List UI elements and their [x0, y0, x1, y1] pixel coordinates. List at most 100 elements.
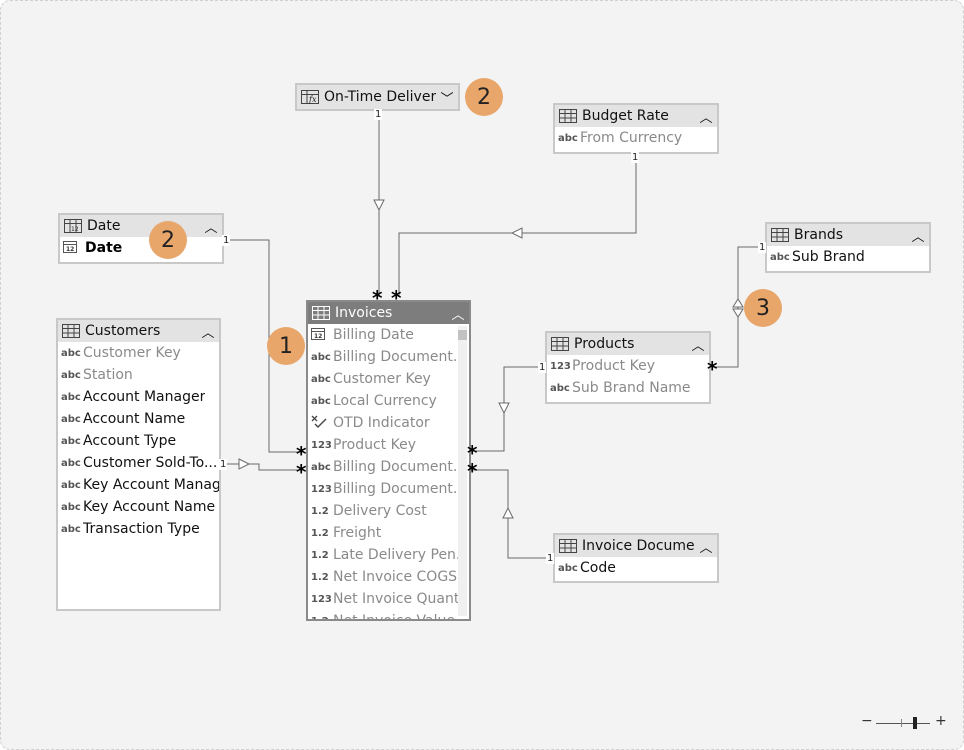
chevron-up-icon[interactable]: ︿	[691, 338, 705, 354]
field-name: Late Delivery Pen...	[333, 547, 458, 563]
table-name: On-Time Delivery	[324, 89, 436, 105]
data-type-icon: abc	[558, 562, 578, 574]
data-type-icon: abc	[61, 369, 81, 381]
field-name: Net Invoice Value	[333, 613, 455, 621]
field-name: Net Invoice Quant...	[333, 591, 458, 607]
callout-badge: 1	[267, 327, 305, 365]
cardinality-one: 1	[222, 235, 231, 246]
field-row[interactable]: 12 Date	[60, 237, 222, 259]
data-type-icon: 1.2	[311, 505, 329, 517]
table-on-time-delivery[interactable]: fx On-Time Delivery ﹀	[295, 83, 460, 111]
field-name: Delivery Cost	[333, 503, 427, 519]
cardinality-one: 1	[219, 459, 228, 470]
chevron-up-icon[interactable]: ︿	[911, 229, 925, 245]
zoom-slider-tick	[901, 719, 902, 727]
data-type-icon: abc	[61, 479, 81, 491]
cardinality-many: *	[707, 357, 718, 381]
rel-products-invoices	[471, 366, 543, 452]
chevron-up-icon[interactable]: ︿	[699, 110, 713, 126]
scrollbar-thumb[interactable]	[458, 330, 467, 340]
data-type-icon: 1.2	[311, 549, 329, 561]
field-name: OTD Indicator	[333, 415, 430, 431]
callout-badge: 2	[149, 221, 187, 259]
chevron-up-icon[interactable]: ︿	[204, 220, 218, 236]
data-type-icon: abc	[61, 391, 81, 403]
zoom-in-button[interactable]: +	[935, 713, 947, 729]
field-row[interactable]: 1.2 Delivery Cost	[308, 500, 458, 522]
data-type-icon: abc	[61, 435, 81, 447]
field-name: Sub Brand	[792, 249, 865, 265]
field-name: Local Currency	[333, 393, 437, 409]
table-icon	[312, 306, 330, 320]
data-type-icon: abc	[61, 457, 81, 469]
chevron-down-icon[interactable]: ﹀	[440, 91, 454, 107]
field-name: Customer Key	[83, 345, 181, 361]
table-icon	[771, 228, 789, 242]
scrollbar[interactable]	[458, 326, 467, 616]
field-name: Product Key	[572, 358, 655, 374]
zoom-out-button[interactable]: −	[861, 713, 873, 729]
arrow-invdoc	[502, 506, 514, 519]
callout-badge: 2	[465, 78, 503, 116]
zoom-slider-thumb[interactable]	[913, 717, 917, 729]
data-type-icon: abc	[61, 501, 81, 513]
zoom-slider-track[interactable]	[876, 723, 930, 724]
arrow-products	[498, 402, 510, 415]
data-type-icon: abc	[311, 373, 331, 385]
field-row[interactable]: OTD Indicator	[308, 412, 458, 434]
field-name: Date	[85, 240, 123, 256]
arrow-ontime	[373, 199, 385, 212]
chevron-up-icon[interactable]: ︿	[451, 307, 465, 323]
field-name: Customer Sold-To...	[83, 455, 218, 471]
table-date[interactable]: 12 Date ︿ 12 Date	[58, 213, 224, 264]
svg-text:fx: fx	[308, 95, 317, 104]
rel-budget-invoices	[398, 153, 637, 297]
field-row[interactable]: 1.2 Late Delivery Pen...	[308, 544, 458, 566]
cardinality-one: 1	[538, 362, 547, 373]
svg-text:12: 12	[66, 246, 74, 253]
chevron-up-icon[interactable]: ︿	[201, 325, 215, 341]
table-icon	[62, 324, 80, 338]
table-name: Brands	[794, 227, 843, 243]
cardinality-one: 1	[374, 109, 383, 120]
zoom-control: − +	[861, 713, 951, 733]
chevron-up-icon[interactable]: ︿	[699, 540, 713, 556]
field-name: Freight	[333, 525, 382, 541]
field-name: Station	[83, 367, 133, 383]
